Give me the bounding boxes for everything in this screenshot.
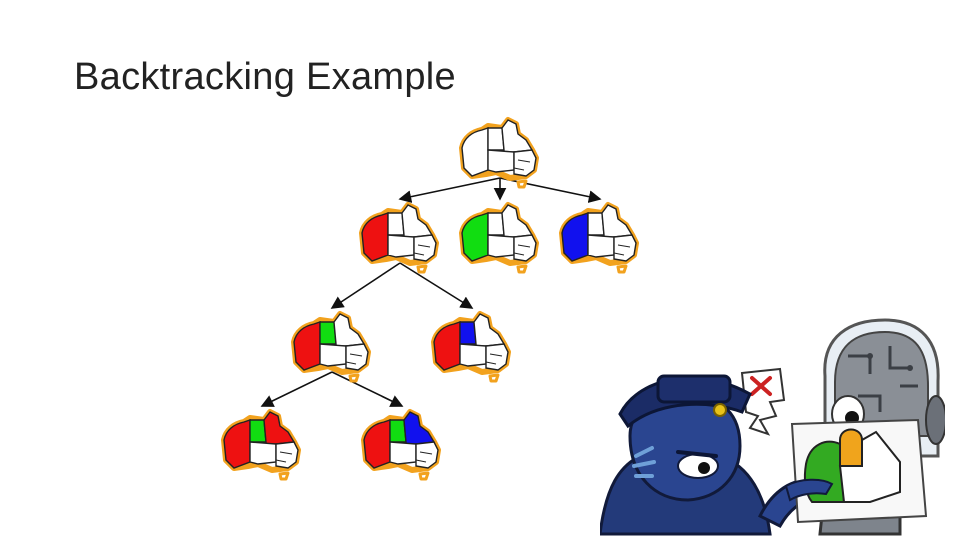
map-node-wa-blue <box>559 202 639 274</box>
cartoon-illustration <box>600 318 945 536</box>
tree-nodes <box>221 117 639 481</box>
region-wa <box>223 419 251 469</box>
tree-edge <box>399 262 474 309</box>
map-node-wa-red <box>359 202 439 274</box>
region-sa <box>387 234 415 258</box>
region-tasmania <box>516 179 528 189</box>
region-border <box>275 451 293 463</box>
tree-edge <box>398 177 501 203</box>
region-sa <box>459 343 487 367</box>
region-wa <box>363 419 391 469</box>
region-sa <box>487 149 515 173</box>
region-border <box>413 244 431 256</box>
region-wa <box>461 212 489 262</box>
region-wa <box>561 212 589 262</box>
map-node-wa-green <box>459 202 539 274</box>
region-border <box>485 353 503 365</box>
slide-title: Backtracking Example <box>74 56 456 98</box>
region-tasmania <box>488 373 500 383</box>
region-wa <box>461 127 489 177</box>
region-border <box>415 451 433 463</box>
map-node-nt-blue <box>431 311 511 383</box>
tree-edge <box>260 371 333 407</box>
region-tasmania <box>616 264 628 274</box>
region-tasmania <box>278 471 290 481</box>
tree-edge <box>331 371 404 407</box>
region-sa <box>487 234 515 258</box>
tree-edges <box>260 177 602 407</box>
region-tasmania <box>516 264 528 274</box>
tree-edge <box>499 177 602 203</box>
region-wa <box>433 321 461 371</box>
map-node-q-red <box>221 409 301 481</box>
region-border <box>613 244 631 256</box>
region-tasmania <box>348 373 360 383</box>
region-border <box>345 353 363 365</box>
map-node-root <box>459 117 539 189</box>
region-sa <box>249 441 277 465</box>
region-sa <box>319 343 347 367</box>
region-tasmania <box>418 471 430 481</box>
region-sa <box>587 234 615 258</box>
region-wa <box>293 321 321 371</box>
map-node-q-blue <box>361 409 441 481</box>
region-border <box>513 244 531 256</box>
police-officer-character <box>600 374 825 536</box>
x-mark-icon <box>750 376 772 396</box>
map-node-nt-green <box>291 311 371 383</box>
x-mark-sign <box>740 367 786 436</box>
region-wa <box>361 212 389 262</box>
tree-edge <box>330 262 401 309</box>
region-sa <box>389 441 417 465</box>
held-map-sign <box>784 418 928 524</box>
region-tasmania <box>416 264 428 274</box>
region-border <box>513 159 531 171</box>
